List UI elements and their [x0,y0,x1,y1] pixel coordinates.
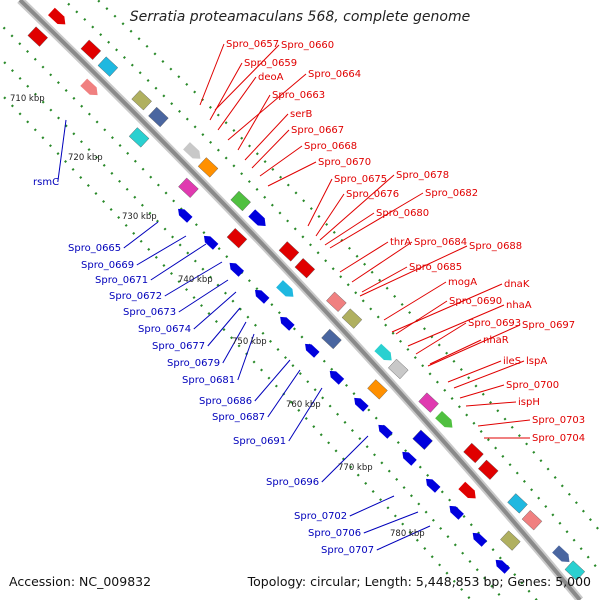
gene-label-forward[interactable]: Spro_0659 [244,58,297,69]
gene-label-forward[interactable]: nhaR [483,335,509,346]
tick-label: 720 kbp [68,153,103,163]
accession-text: Accession: NC_009832 [9,574,152,589]
gene-label-forward[interactable]: Spro_0690 [449,296,502,307]
gene-label-forward[interactable]: serB [290,109,312,120]
gene-label-forward[interactable]: deoA [258,72,284,83]
gene-label-forward[interactable]: mogA [448,277,477,288]
gene-label-forward[interactable]: Spro_0663 [272,90,325,101]
gene-label-reverse[interactable]: Spro_0677 [152,341,205,352]
gene-label-reverse[interactable]: Spro_0681 [182,375,235,386]
gene-label-forward[interactable]: nhaA [506,300,532,311]
gene-label-reverse[interactable]: Spro_0674 [138,324,191,335]
gene-label-reverse[interactable]: Spro_0707 [321,545,374,556]
gene-label-forward[interactable]: Spro_0680 [376,208,429,219]
gene-label-forward[interactable]: Spro_0664 [308,69,361,80]
gene-label-forward[interactable]: Spro_0668 [304,141,357,152]
gene-label-forward[interactable]: Spro_0697 [522,320,575,331]
gene-label-reverse[interactable]: Spro_0702 [294,511,347,522]
gene-label-forward[interactable]: Spro_0667 [291,125,344,136]
gene-label-forward[interactable]: Spro_0675 [334,174,387,185]
gene-label-reverse[interactable]: Spro_0672 [109,291,162,302]
genome-backbone [17,0,584,600]
gene-label-forward[interactable]: Spro_0693 [468,318,521,329]
gene-label-reverse[interactable]: Spro_0665 [68,243,121,254]
gene-label-forward[interactable]: dnaK [504,279,530,290]
gene-label-forward[interactable]: Spro_0670 [318,157,371,168]
gene-label-reverse[interactable]: Spro_0686 [199,396,252,407]
gene-label-forward[interactable]: Spro_0684 [414,237,467,248]
gene-label-forward[interactable]: Spro_0678 [396,170,449,181]
gene-label-forward[interactable]: Spro_0703 [532,415,585,426]
gene-label-forward[interactable]: Spro_0685 [409,262,462,273]
gene-label-reverse[interactable]: Spro_0669 [81,260,134,271]
tick-label: 730 kbp [122,212,157,222]
gene-label-forward[interactable]: ispH [518,397,540,408]
gene-label-forward[interactable]: thrA [390,237,411,248]
tick-label: 750 kbp [232,337,267,347]
gene-label-reverse[interactable]: Spro_0696 [266,477,319,488]
tick-label: 710 kbp [10,94,45,104]
gene-label-reverse[interactable]: Spro_0691 [233,436,286,447]
gene-label-forward[interactable]: Spro_0688 [469,241,522,252]
tick-labels: 710 kbp 720 kbp 730 kbp 740 kbp 750 kbp 760 k… [10,94,425,539]
gene-label-reverse[interactable]: Spro_0679 [167,358,220,369]
gene-label-forward[interactable]: Spro_0676 [346,189,399,200]
gene-features [27,7,586,581]
gene-label-reverse[interactable]: Spro_0687 [212,412,265,423]
gene-label-forward[interactable]: Spro_0657 [226,39,279,50]
gene-label-reverse[interactable]: Spro_0673 [123,307,176,318]
gene-label-reverse[interactable]: rsmC [33,177,59,188]
gene-label-forward[interactable]: Spro_0700 [506,380,559,391]
tick-label: 760 kbp [286,400,321,410]
tick-label: 740 kbp [178,275,213,285]
gene-label-reverse[interactable]: Spro_0671 [95,275,148,286]
genome-summary-text: Topology: circular; Length: 5,448,853 bp… [247,574,591,589]
gene-label-forward[interactable]: Spro_0682 [425,188,478,199]
gene-label-forward[interactable]: lspA [526,356,547,367]
gene-label-reverse[interactable]: Spro_0706 [308,528,361,539]
gene-label-forward[interactable]: Spro_0704 [532,433,585,444]
gene-label-forward[interactable]: Spro_0660 [281,40,334,51]
label-leader-lines [57,43,531,551]
tick-label: 780 kbp [390,529,425,539]
map-title: Serratia proteamaculans 568, complete ge… [129,9,471,25]
tick-label: 770 kbp [338,463,373,473]
gene-label-forward[interactable]: ileS [503,356,521,367]
